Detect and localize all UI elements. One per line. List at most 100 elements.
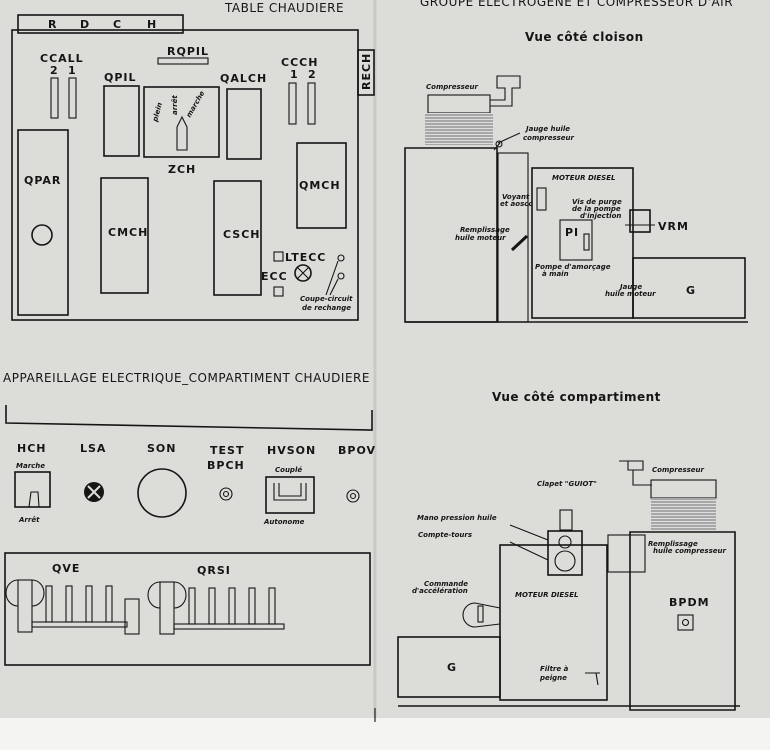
jauge-moteur-label: huile moteur <box>605 290 656 298</box>
zch-switch-box <box>143 86 220 158</box>
qve-label: QVE <box>52 562 80 575</box>
bpov-label: BPOV <box>338 444 376 457</box>
vue-compartiment-title: Vue côté compartiment <box>492 390 661 404</box>
ecc-label: ECC <box>261 270 288 283</box>
qve-breaker <box>5 579 140 635</box>
vue-cloison-title: Vue côté cloison <box>525 30 644 44</box>
bpdm-button <box>677 614 694 631</box>
pompe-label: à main <box>542 270 569 278</box>
qpar-box <box>17 129 69 316</box>
tab-letter: C <box>113 18 122 31</box>
paper <box>0 0 770 718</box>
remplissage-label: huile moteur <box>455 234 506 242</box>
filtre-label: Filtre à <box>540 665 569 673</box>
coupe-circuit-label: de rechange <box>302 304 351 312</box>
spare-fuse <box>337 254 345 262</box>
ccch-label: CCCH <box>281 56 318 69</box>
rqpil-bar <box>157 57 209 65</box>
hch-marche: Marche <box>16 462 45 470</box>
voyant-label: Voyant <box>502 193 530 201</box>
ltecc-label: LTECC <box>285 251 326 264</box>
jauge-label: Jauge huile <box>524 125 570 133</box>
commande-label: Commande <box>424 580 468 588</box>
fuse <box>288 82 297 125</box>
tab-letter: R <box>48 18 57 31</box>
vue-cote-compartiment: Vue côté compartiment Compresseur Clapet… <box>397 390 740 711</box>
tachometer <box>554 550 576 572</box>
fuse <box>68 77 77 119</box>
voyant-label: et aoscc <box>500 200 533 208</box>
fuse-number: 2 <box>50 64 59 77</box>
remplissage-label: huile compresseur <box>653 547 726 555</box>
compte-tours-label: Compte-tours <box>418 531 472 539</box>
fuse-number: 2 <box>308 68 317 81</box>
rqpil-label: RQPIL <box>167 45 209 58</box>
diesel-engine <box>499 544 608 701</box>
rdch-tab <box>17 14 184 34</box>
csch-label: CSCH <box>223 228 260 241</box>
qpil-label: QPIL <box>104 71 137 84</box>
fuse-number: 1 <box>290 68 299 81</box>
hch-switch <box>14 471 51 508</box>
ccall-label: CCALL <box>40 52 84 65</box>
ltecc-square <box>273 251 284 262</box>
qrsi-breaker <box>147 581 285 635</box>
hvson-autonome: Autonome <box>263 518 305 526</box>
clapet-label: Clapet "GUIOT" <box>537 480 597 488</box>
rech-tab <box>357 49 375 96</box>
generator-label: G <box>447 661 457 674</box>
groupe-title: GROUPE ELECTROGENE ET COMPRESSEUR D'AIR <box>420 0 733 9</box>
cmch-box <box>100 177 149 294</box>
zch-handle <box>176 115 188 151</box>
compressor-body <box>425 113 493 145</box>
moteur-label: MOTEUR DIESEL <box>552 174 615 182</box>
ecc-square <box>273 286 284 297</box>
hch-arret: Arrêt <box>18 516 40 524</box>
fuse <box>307 82 316 125</box>
son-label: SON <box>147 442 176 455</box>
pi-label: PI <box>565 226 579 239</box>
clapet <box>559 509 573 531</box>
qmch-box <box>296 142 347 229</box>
csch-box <box>213 180 262 296</box>
fuse-number: 1 <box>68 64 77 77</box>
generator <box>397 636 501 698</box>
moteur-label: MOTEUR DIESEL <box>515 591 578 599</box>
oil-pressure-gauge <box>558 535 572 549</box>
vrm-box <box>629 209 651 233</box>
tab-letter: H <box>147 18 157 31</box>
rech-label: RECH <box>360 53 373 90</box>
zch-label: ZCH <box>168 163 196 176</box>
qmch-label: QMCH <box>299 179 341 192</box>
qpil-box <box>103 85 140 157</box>
generator <box>632 257 746 319</box>
breaker-panel <box>4 552 371 666</box>
test-label: TEST <box>210 444 244 457</box>
compresseur-label: Compresseur <box>652 466 705 474</box>
hch-label: HCH <box>17 442 47 455</box>
compressor-body <box>651 498 716 530</box>
ecc-lamp-icon <box>294 264 312 282</box>
lsa-label: LSA <box>80 442 106 455</box>
son-horn <box>137 468 187 518</box>
remplissage-label: Remplissage <box>648 540 698 548</box>
compressor-pipe <box>490 75 521 107</box>
qalch-box <box>226 88 262 160</box>
qpar-label: QPAR <box>24 174 61 187</box>
pompe-label: Pompe d'amorçage <box>535 263 611 271</box>
tableau-box <box>11 29 359 321</box>
mano-label: Mano pression huile <box>417 514 497 522</box>
generator-label: G <box>686 284 696 297</box>
coupe-circuit-label: Coupe-circuit <box>300 295 353 303</box>
compresseur-label: Compresseur <box>426 83 479 91</box>
appareillage-electrique: APPAREILLAGE ELECTRIQUE_COMPARTIMENT CHA… <box>3 371 376 666</box>
appareillage-title: APPAREILLAGE ELECTRIQUE_COMPARTIMENT CHA… <box>3 371 370 385</box>
vis-purge-label: Vis de purge <box>572 198 622 206</box>
bpdm-housing <box>629 531 736 711</box>
vue-cote-cloison: Vue côté cloison Compresseur Jauge huile… <box>404 30 748 323</box>
qrsi-label: QRSI <box>197 564 231 577</box>
bpov-button <box>346 489 360 503</box>
gauge-box <box>547 530 583 576</box>
bpch-button <box>219 487 233 501</box>
hvson-couple: Couplé <box>275 466 302 474</box>
